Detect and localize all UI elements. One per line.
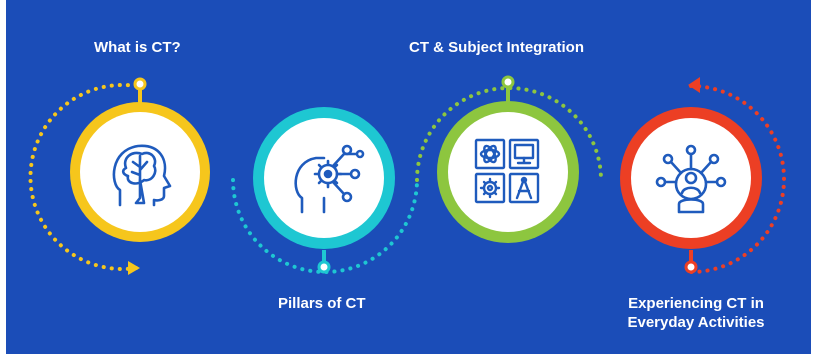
infographic-canvas: What is CT? Pillars of CT CT & Subject I… [6,0,811,354]
dotted-arc-4 [689,84,786,274]
step-circle-4 [620,107,762,249]
step-label-everyday-activities: Experiencing CT in Everyday Activities [627,295,765,331]
node-dot-4 [684,260,698,274]
step-circle-2 [253,107,395,249]
subjects-grid-icon [474,138,540,204]
arrow-head-1 [128,261,140,275]
brain-circuit-icon [112,144,172,207]
diagram-graphics [28,75,786,275]
step-label-subject-integration: CT & Subject Integration [409,39,585,56]
node-dot-1 [133,77,147,91]
arrow-head-4 [688,77,700,93]
node-dot-3 [501,75,515,89]
head-gears-icon [294,144,365,214]
dotted-arc-1 [28,83,138,271]
step-label-what-is-ct: What is CT? [94,39,181,56]
person-network-icon [655,144,727,214]
step-label-pillars-of-ct: Pillars of CT [278,295,366,312]
node-dot-2 [317,260,331,274]
step-circle-3 [437,101,579,243]
